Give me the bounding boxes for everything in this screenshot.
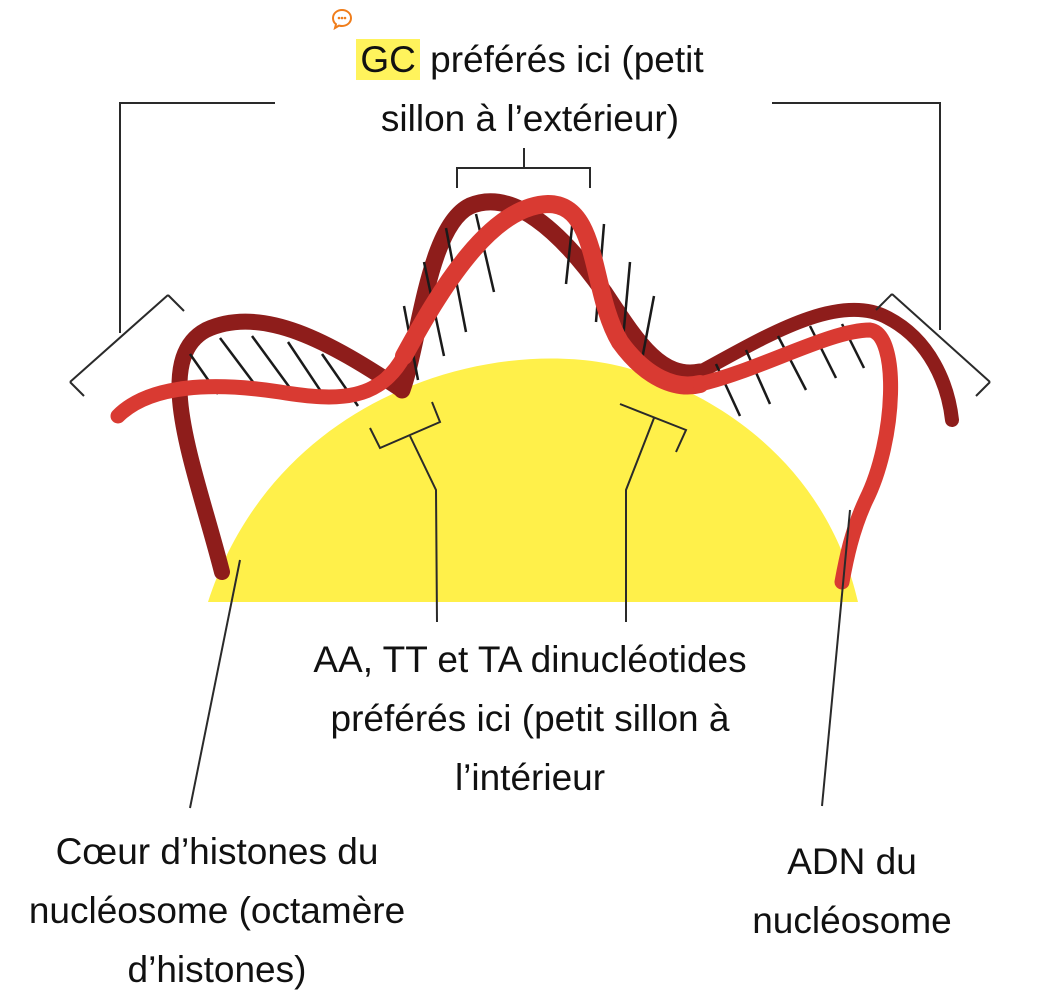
annotation-lines <box>69 102 991 809</box>
outer-bracket-left <box>119 102 275 333</box>
dna-strand-front <box>110 194 899 590</box>
dna-end-bracket-left-caps <box>167 294 185 312</box>
top-bracket <box>456 167 591 188</box>
minor-groove-bracket-right <box>619 403 688 453</box>
label-nucleosome-dna: ADN du nucléosome <box>752 841 952 941</box>
label-gc-preferred: GC préférés ici (petit sillon à l’extéri… <box>300 30 760 148</box>
gc-highlight: GC <box>356 39 420 80</box>
histone-core <box>208 358 858 602</box>
leader-core <box>189 559 241 809</box>
outer-bracket-right <box>772 102 941 330</box>
label-at-preferred: AA, TT et TA dinucléotides préférés ici … <box>313 639 747 798</box>
dna-end-bracket-left <box>69 294 169 383</box>
leader-dna <box>821 509 851 807</box>
comment-icon[interactable] <box>331 8 353 30</box>
dna-end-bracket-right <box>891 293 991 383</box>
label-histone-core: Cœur d’histones du nucléosome (octamère … <box>28 831 406 990</box>
minor-groove-bracket-left <box>369 401 442 450</box>
label-gc-line1: GC préférés ici (petit <box>300 30 760 89</box>
label-gc-line2: sillon à l’extérieur) <box>380 98 680 139</box>
